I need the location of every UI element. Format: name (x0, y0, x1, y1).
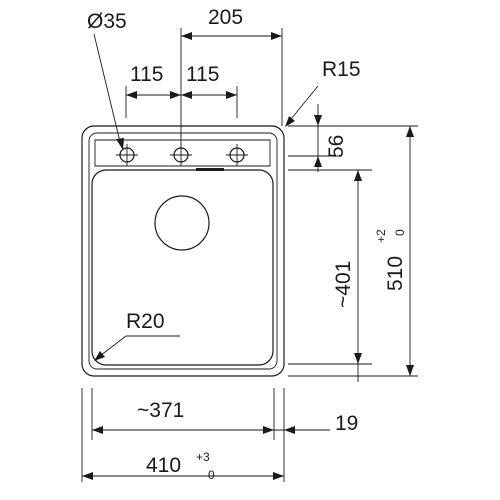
bowl-radius-label: R20 (126, 310, 165, 333)
overall-width-tol-lower: 0 (208, 468, 215, 482)
overall-width-label: 410 (146, 454, 181, 477)
edge-offset-label: 19 (335, 412, 358, 435)
hole-diameter-label: Ø35 (87, 10, 127, 33)
bowl-width-dimension: ~371 (92, 399, 274, 434)
edge-offset-dimension: 19 (274, 412, 358, 435)
tap-hole-left (116, 144, 138, 166)
outer-radius-dimension: R15 (285, 58, 361, 127)
sink-inner-rim (88, 132, 278, 370)
bowl-width-label: ~371 (137, 399, 184, 422)
bowl-radius-dimension: R20 (94, 310, 180, 361)
overflow-slot (196, 168, 224, 171)
tap-holes (116, 144, 248, 166)
deck-depth-label: 56 (325, 135, 348, 158)
overall-width-tol-upper: +3 (196, 450, 210, 464)
overall-length-tol-lower: 0 (393, 229, 407, 236)
tap-hole-right (226, 144, 248, 166)
hole-diameter-dimension: Ø35 (87, 10, 127, 150)
bowl-outline (91, 169, 274, 366)
overall-length-dimension: 510 +2 0 (374, 126, 414, 376)
sink-body (81, 125, 285, 377)
tap-spacing-total-dimension: 205 (181, 6, 282, 40)
tap-spacing-dimension: 115 115 (126, 63, 237, 99)
overall-width-dimension: 410 +3 0 (82, 450, 284, 482)
waste-outlet (154, 195, 210, 251)
overall-length-label: 510 (384, 256, 407, 291)
tap-spacing-left-label: 115 (130, 63, 163, 86)
bowl-length-dimension: ~401 (332, 170, 362, 382)
tap-spacing-right-label: 115 (186, 63, 219, 86)
bowl-length-label: ~401 (332, 261, 355, 308)
extension-lines (81, 28, 418, 482)
tap-deck (94, 139, 271, 167)
sink-outer-outline (81, 125, 285, 377)
overall-length-tol-upper: +2 (374, 229, 388, 243)
deck-depth-dimension: 56 (314, 104, 348, 172)
tap-spacing-total-label: 205 (208, 6, 243, 29)
outer-radius-label: R15 (322, 58, 361, 81)
